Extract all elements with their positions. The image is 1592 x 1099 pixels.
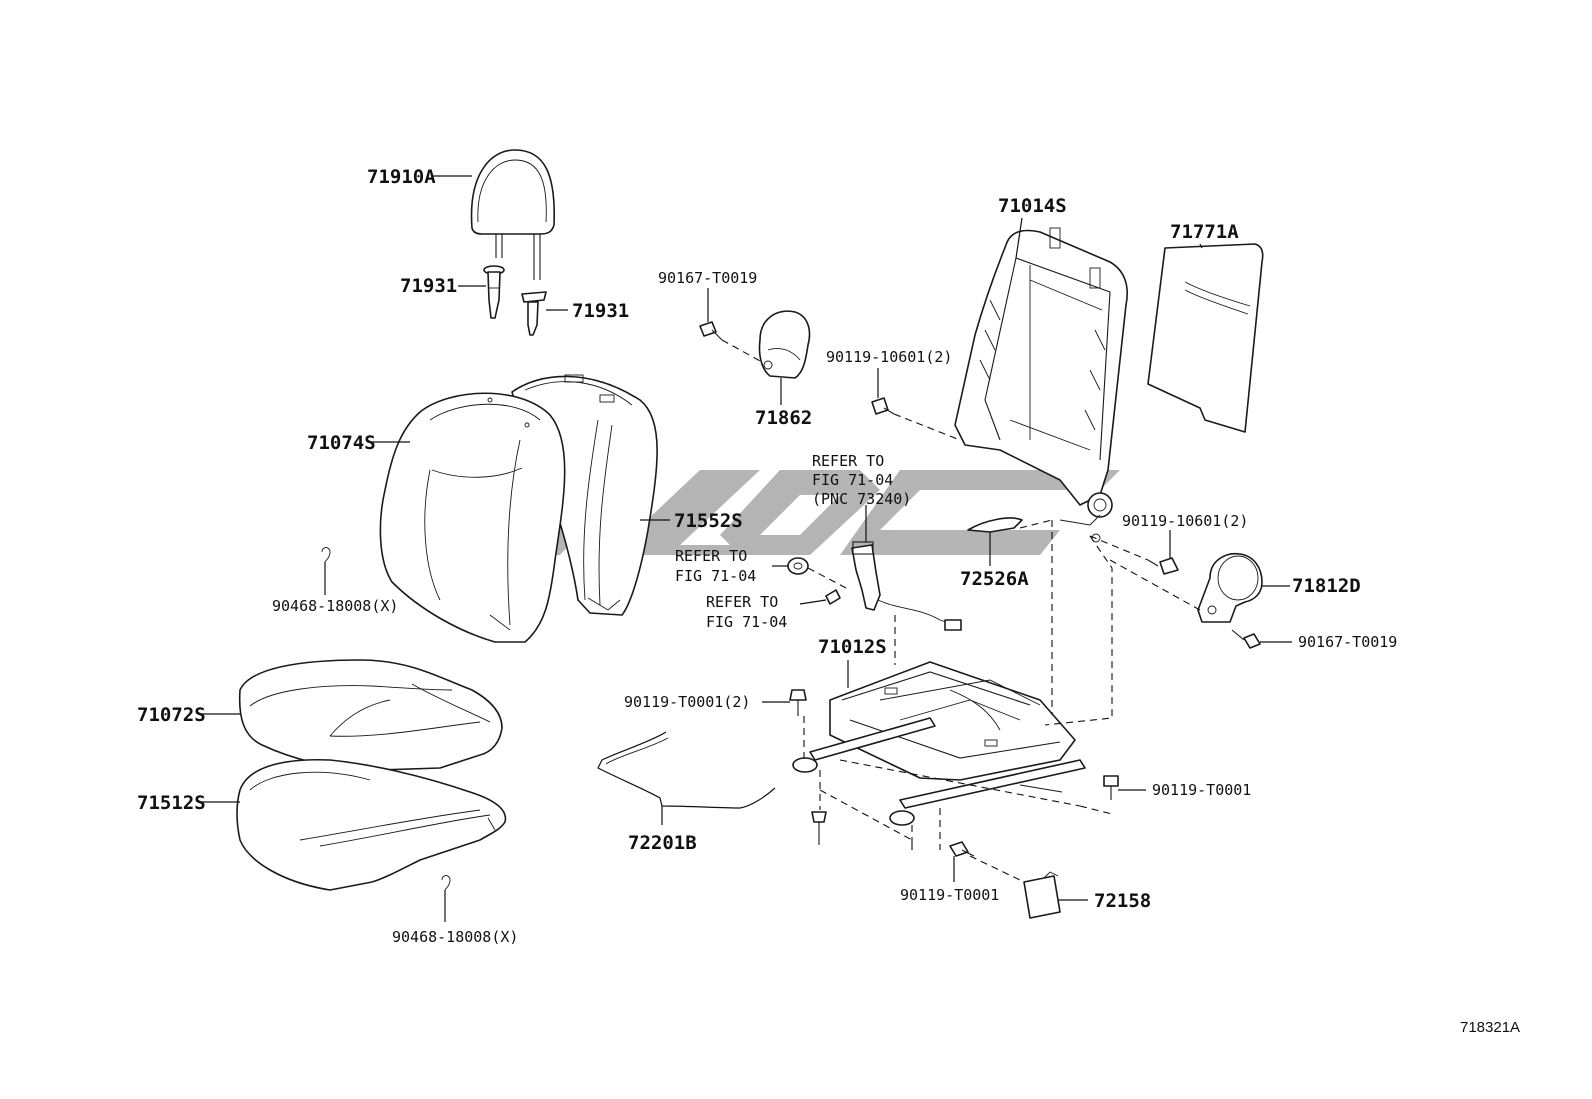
refer-note-belt-line-3: (PNC 73240) — [812, 490, 911, 508]
hog-ring-90468-lower — [441, 875, 451, 922]
label-72526a: 72526A — [960, 568, 1029, 590]
label-71512s: 71512S — [137, 792, 206, 814]
refer-note-left-1-line-2: FIG 71-04 — [675, 567, 756, 585]
seat-track-frame-71012s — [792, 660, 1086, 826]
track-bolt-lower-left — [811, 811, 827, 845]
cover-72158 — [1023, 871, 1088, 919]
label-90119-t0001-2: 90119-T0001(2) — [624, 693, 750, 711]
label-71931-right: 71931 — [572, 300, 629, 322]
refer-note-belt: REFER TO FIG 71-04 (PNC 73240) — [812, 452, 911, 508]
refer-note-left-1: REFER TO FIG 71-04 — [675, 547, 756, 585]
track-bolt-90119-t0001-bottom — [949, 841, 975, 882]
recliner-cover-71812d — [1109, 552, 1290, 623]
label-72201b: 72201B — [628, 832, 697, 854]
label-71074s: 71074S — [307, 432, 376, 454]
label-90468-lower: 90468-18008(X) — [392, 928, 518, 946]
refer-note-left-2-line-1: REFER TO — [706, 593, 778, 611]
headrest-guide-71931-right — [521, 291, 547, 336]
screw-90167-upper — [699, 288, 763, 363]
refer-note-left-1-line-1: REFER TO — [675, 547, 747, 565]
refer-note-belt-line-2: FIG 71-04 — [812, 471, 893, 489]
diagram-reference-number: 718321A — [1460, 1019, 1520, 1036]
label-90119-t0001-right: 90119-T0001 — [1152, 781, 1251, 799]
label-90167-upper: 90167-T0019 — [658, 269, 757, 287]
wire-72201b — [597, 731, 776, 825]
screw-90167-lower — [1231, 629, 1292, 649]
label-71910a: 71910A — [367, 166, 436, 188]
bolt-90119-10601-upper — [871, 368, 961, 441]
track-bolt-90119-t0001-2 — [762, 689, 807, 716]
headrest-71910a — [470, 149, 556, 280]
label-71812d: 71812D — [1292, 575, 1361, 597]
seatback-cover-71074s — [379, 392, 566, 643]
track-bolt-90119-t0001-right — [1103, 775, 1146, 800]
label-71552s: 71552S — [674, 510, 743, 532]
seat-belt-buckle — [851, 505, 962, 631]
trim-72526a — [967, 517, 1023, 566]
cushion-cover-71072s — [238, 659, 503, 771]
assembly-dash-lines — [803, 519, 1113, 881]
cushion-pad-71512s — [236, 758, 507, 891]
headrest-guide-71931-left — [483, 265, 505, 319]
label-90468-upper: 90468-18008(X) — [272, 597, 398, 615]
label-90119-t0001-bottom: 90119-T0001 — [900, 886, 999, 904]
refer-note-belt-line-1: REFER TO — [812, 452, 884, 470]
part-labels: 71910A 71931 71931 71074S 71552S 90468-1… — [137, 166, 1397, 946]
label-90119-10601-lower: 90119-10601(2) — [1122, 512, 1248, 530]
seatback-frame-71014s — [954, 217, 1128, 526]
label-72158: 72158 — [1094, 890, 1151, 912]
nut-refer-71-04 — [772, 557, 851, 591]
label-71771a: 71771A — [1170, 221, 1239, 243]
label-71072s: 71072S — [137, 704, 206, 726]
label-90167-lower: 90167-T0019 — [1298, 633, 1397, 651]
refer-note-left-2: REFER TO FIG 71-04 — [706, 593, 787, 631]
hog-ring-90468-upper — [321, 547, 331, 595]
label-71862: 71862 — [755, 407, 812, 429]
refer-note-left-2-line-2: FIG 71-04 — [706, 613, 787, 631]
recliner-cover-71862 — [758, 310, 811, 405]
leader-lines — [202, 175, 670, 803]
back-board-71771a — [1147, 243, 1264, 433]
label-71014s: 71014S — [998, 195, 1067, 217]
label-90119-10601-upper: 90119-10601(2) — [826, 348, 952, 366]
bolt-90119-10601-lower — [1089, 530, 1179, 575]
label-71012s: 71012S — [818, 636, 887, 658]
bolt-refer-71-04 — [799, 589, 841, 605]
label-71931-left: 71931 — [400, 275, 457, 297]
